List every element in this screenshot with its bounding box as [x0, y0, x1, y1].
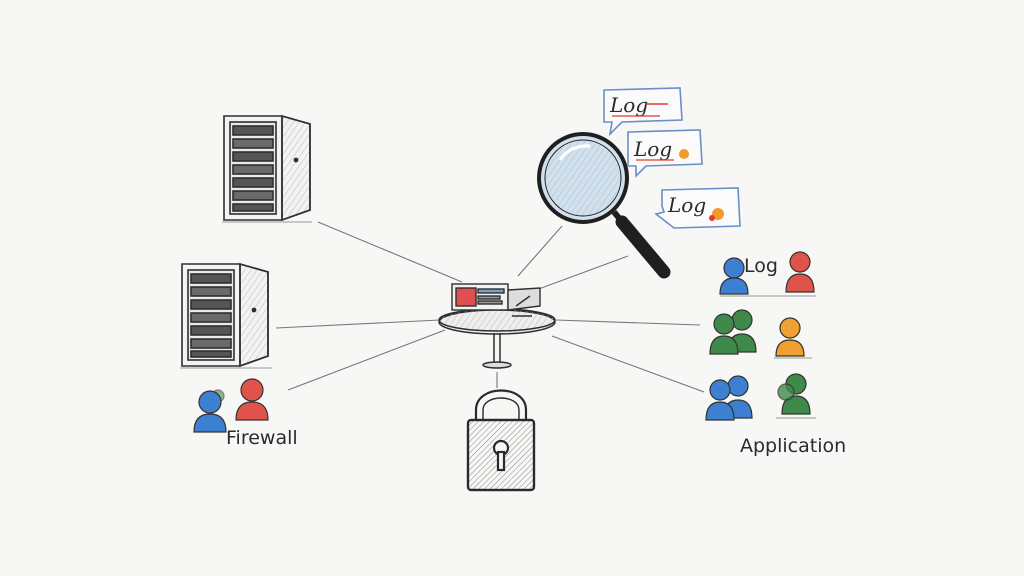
connector-lines — [275, 221, 705, 393]
server-rack-left-icon — [180, 262, 272, 369]
firewall-person-group-icon — [193, 378, 269, 433]
log-person-group-icon — [719, 251, 816, 297]
connector-people-low — [551, 335, 705, 393]
log-bubble-2-text: Log — [633, 137, 672, 161]
connector-server-left — [275, 319, 441, 329]
label-firewall: Firewall — [226, 427, 298, 449]
log-bubble-1: Log — [603, 87, 683, 137]
log-bubble-1-text: Log — [609, 93, 648, 117]
padlock-icon — [466, 389, 536, 492]
log-bubble-3: Log — [654, 187, 741, 229]
connector-magnifier — [517, 225, 563, 277]
app-person-group-2-icon — [774, 317, 812, 359]
connector-firewall — [287, 329, 446, 391]
connector-server-top — [317, 221, 463, 283]
label-application: Application — [740, 435, 846, 457]
label-log: Log — [744, 255, 778, 277]
log-bubble-3-text: Log — [667, 193, 706, 217]
server-rack-top-icon — [222, 114, 312, 223]
app-person-group-3-icon — [705, 375, 753, 421]
app-person-group-4-icon — [776, 373, 816, 419]
log-bubble-2: Log — [627, 129, 703, 178]
app-person-group-1-icon — [709, 309, 757, 355]
magnifying-glass-icon — [537, 132, 671, 279]
central-table-icon — [438, 308, 556, 369]
monitor-icon — [451, 283, 541, 317]
connector-log-area — [535, 255, 629, 291]
connector-people-mid — [555, 319, 701, 326]
